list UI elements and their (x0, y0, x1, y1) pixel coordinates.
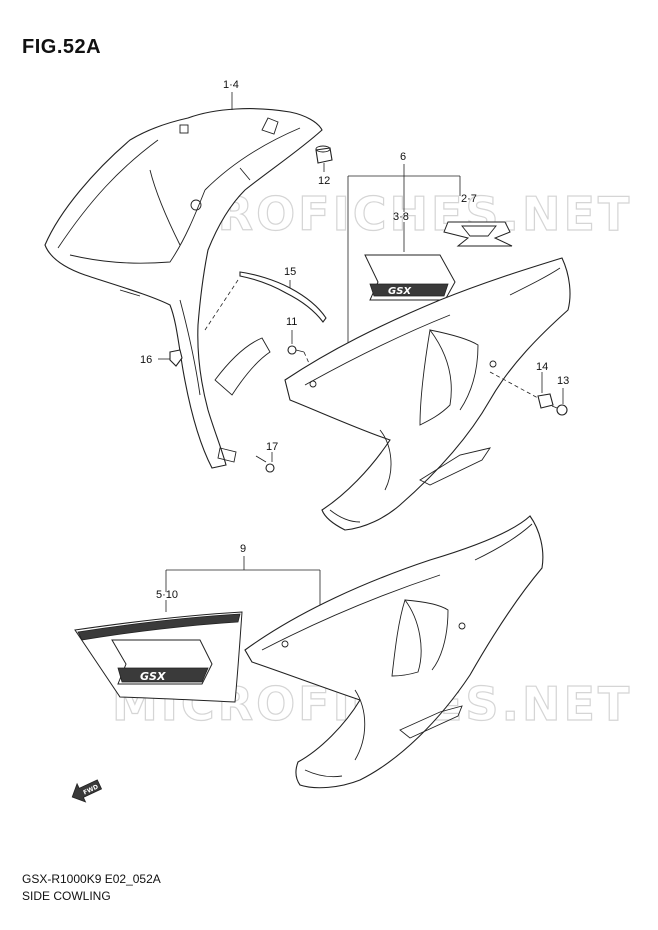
callout-5-10: 5·10 (156, 589, 178, 601)
callout-17: 17 (266, 441, 278, 453)
clip-part-16 (169, 349, 183, 367)
upper-side-cowling-part (284, 257, 571, 531)
fwd-arrow-icon: FWD (71, 779, 103, 803)
callout-2-7: 2·7 (461, 193, 477, 205)
section-name: SIDE COWLING (22, 889, 111, 903)
grommet-part-14 (537, 393, 554, 409)
screw-part-17 (255, 455, 275, 473)
model-code: GSX-R1000K9 E02_052A (22, 872, 161, 886)
lower-side-cowling-part (244, 515, 544, 789)
strip-part-15 (239, 271, 327, 323)
decal-r-emblem (443, 221, 513, 247)
inner-cowling-part (44, 108, 323, 469)
callout-9: 9 (240, 543, 246, 555)
callout-6: 6 (400, 151, 406, 163)
svg-text:GSX: GSX (388, 286, 412, 297)
callout-13: 13 (557, 375, 569, 387)
callout-14: 14 (536, 361, 548, 373)
grommet-part-12 (315, 145, 333, 164)
decal-gsx-logo-upper: GSX (364, 254, 456, 301)
callout-16: 16 (140, 354, 152, 366)
callout-11: 11 (286, 316, 297, 328)
callout-12: 12 (318, 175, 330, 187)
screw-part-11 (287, 345, 305, 355)
screw-part-13 (551, 404, 568, 416)
svg-text:GSX: GSX (140, 670, 166, 683)
decal-gsx-panel-lower: GSX (74, 611, 243, 703)
figure-title: FIG.52A (22, 36, 102, 58)
callout-3-8: 3·8 (393, 211, 409, 223)
callout-1-4: 1·4 (223, 79, 239, 91)
callout-15: 15 (284, 266, 296, 278)
